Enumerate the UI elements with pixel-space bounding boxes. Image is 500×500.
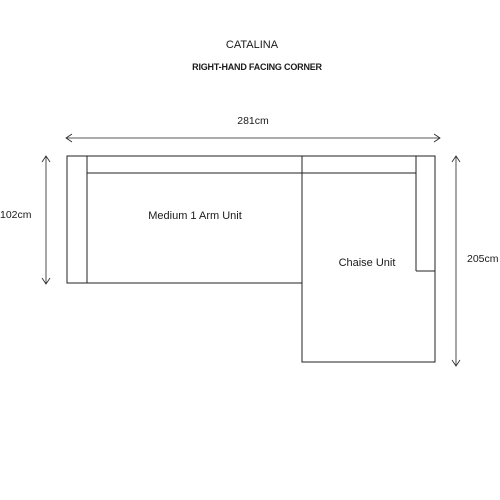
right-depth-arrow-top-icon (451, 155, 461, 163)
right-depth-arrow-bottom-icon (451, 359, 461, 367)
configuration-subtitle: RIGHT-HAND FACING CORNER (192, 62, 322, 72)
left-depth-arrow-bottom-icon (41, 277, 51, 285)
right-depth-dimension: 205cm (451, 155, 499, 367)
chaise-unit-label: Chaise Unit (339, 257, 396, 269)
product-title: CATALINA (226, 39, 279, 51)
chaise-unit-outline (301, 155, 436, 363)
left-depth-dimension-label: 102cm (0, 209, 32, 221)
left-depth-dimension: 102cm (0, 155, 51, 285)
medium-one-arm-unit: Medium 1 Arm Unit (66, 155, 303, 284)
width-arrow-right-icon (433, 133, 441, 143)
right-depth-dimension-label: 205cm (467, 253, 499, 265)
left-depth-arrow-top-icon (41, 155, 51, 163)
width-dimension-label: 281cm (237, 115, 269, 127)
width-arrow-left-icon (65, 133, 73, 143)
width-dimension: 281cm (65, 115, 441, 143)
medium-unit-label: Medium 1 Arm Unit (148, 210, 242, 222)
chaise-unit: Chaise Unit (301, 155, 436, 363)
